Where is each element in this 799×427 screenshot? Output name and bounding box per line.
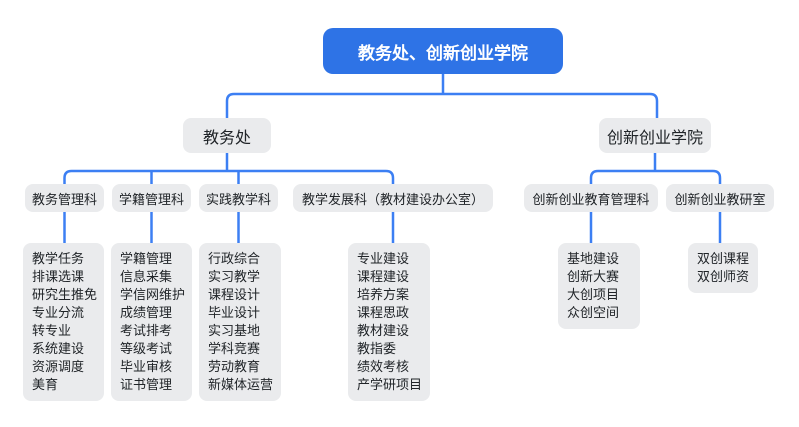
connector-dept1-bus (63, 169, 395, 184)
list-item: 证书管理 (120, 377, 173, 392)
list-item: 信息采集 (120, 269, 173, 284)
section-node-label: 教务管理科 (31, 191, 97, 207)
list-item: 学籍管理 (120, 251, 173, 266)
list-item: 专业分流 (32, 305, 85, 320)
list-item: 课程建设 (357, 269, 410, 284)
section-node-label: 实践教学科 (205, 191, 271, 207)
list-item: 美育 (32, 377, 59, 392)
item-list-cxcy-jiaoyanshi[interactable]: 双创课程 双创师资 (688, 243, 758, 293)
dept-node-label: 教务处 (202, 129, 251, 147)
list-item: 教学任务 (32, 251, 85, 266)
item-list-jiaoxuefazhanke[interactable]: 专业建设 课程建设 培养方案 课程思政 教材建设 教指委 绩效考核 产学研项目 (348, 243, 430, 401)
root-node-label: 教务处、创新创业学院 (358, 43, 528, 63)
section-node-label: 教学发展科（教材建设办公室） (301, 191, 484, 207)
list-item: 学科竞赛 (208, 341, 261, 356)
list-item: 产学研项目 (357, 377, 423, 392)
section-node-jiaowuguanlike[interactable]: 教务管理科 (25, 184, 104, 212)
list-item: 劳动教育 (208, 359, 261, 374)
connector-dept2-bus (589, 169, 722, 184)
list-item: 创新大赛 (567, 269, 620, 284)
list-item: 培养方案 (357, 287, 410, 302)
list-item: 成绩管理 (120, 305, 173, 320)
list-item: 毕业设计 (208, 305, 261, 320)
item-list-shijianjiaoxueke[interactable]: 行政综合 实习教学 课程设计 毕业设计 实习基地 学科竞赛 劳动教育 新媒体运营 (199, 243, 281, 401)
section-node-label: 创新创业教育管理科 (532, 191, 650, 207)
list-item: 众创空间 (567, 305, 620, 320)
list-item: 基地建设 (567, 251, 620, 266)
dept-node-label: 创新创业学院 (606, 129, 703, 147)
section-node-cxcy-jiaoyuguanlike[interactable]: 创新创业教育管理科 (524, 184, 658, 212)
list-item: 行政综合 (208, 251, 261, 266)
list-item: 排课选课 (32, 269, 85, 284)
list-item: 转专业 (32, 323, 72, 338)
list-item: 双创课程 (697, 251, 750, 266)
list-item: 实习基地 (208, 323, 261, 338)
dept-node-jiaowuchu[interactable]: 教务处 (183, 118, 271, 153)
list-item: 毕业审核 (120, 359, 173, 374)
item-list-cxcy-jiaoyuguanlike[interactable]: 基地建设 创新大赛 大创项目 众创空间 (558, 243, 640, 329)
connector-level2-bus (225, 92, 659, 118)
section-node-label: 学籍管理科 (118, 191, 184, 207)
section-node-label: 创新创业教研室 (674, 191, 766, 207)
list-item: 系统建设 (32, 341, 85, 356)
root-node[interactable]: 教务处、创新创业学院 (323, 28, 563, 74)
section-node-jiaoxuefazhanke[interactable]: 教学发展科（教材建设办公室） (293, 184, 493, 212)
list-item: 教材建设 (357, 323, 410, 338)
list-item: 学信网维护 (120, 287, 186, 302)
list-item: 双创师资 (697, 269, 750, 284)
dept-node-chuangxinchuangye[interactable]: 创新创业学院 (599, 118, 711, 153)
list-item: 实习教学 (208, 269, 261, 284)
list-item: 新媒体运营 (208, 377, 274, 392)
list-item: 考试排考 (120, 323, 173, 338)
list-item: 大创项目 (567, 287, 620, 302)
list-item: 专业建设 (357, 251, 410, 266)
list-item: 等级考试 (120, 341, 173, 356)
item-list-jiaowuguanlike[interactable]: 教学任务 排课选课 研究生推免 专业分流 转专业 系统建设 资源调度 美育 (23, 243, 104, 401)
list-item: 教指委 (357, 341, 397, 356)
list-item: 课程设计 (208, 287, 261, 302)
list-item: 研究生推免 (32, 287, 98, 302)
list-item: 资源调度 (32, 359, 85, 374)
item-list-xuejiguanlike[interactable]: 学籍管理 信息采集 学信网维护 成绩管理 考试排考 等级考试 毕业审核 证书管理 (111, 243, 192, 401)
list-item: 绩效考核 (357, 359, 410, 374)
list-item: 课程思政 (357, 305, 410, 320)
section-node-xuejiguanlike[interactable]: 学籍管理科 (112, 184, 191, 212)
section-node-cxcy-jiaoyanshi[interactable]: 创新创业教研室 (666, 184, 774, 212)
section-node-shijianjiaoxueke[interactable]: 实践教学科 (199, 184, 278, 212)
